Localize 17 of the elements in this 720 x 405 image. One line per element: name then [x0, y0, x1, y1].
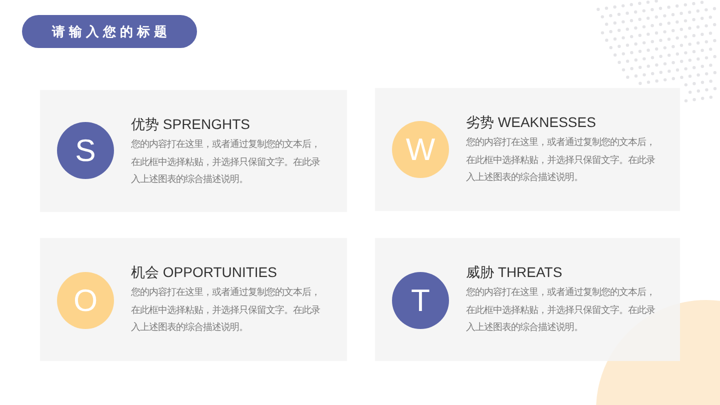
card-description: 您的内容打在这里，或者通过复制您的文本后，在此框中选择粘贴，并选择只保留文字。在此录入上述图表的综合描述说明。 [466, 286, 656, 334]
letter-circle: O [57, 272, 114, 329]
swot-card [40, 238, 347, 361]
card-description: 您的内容打在这里，或者通过复制您的文本后，在此框中选择粘贴，并选择只保留文字。在此录入上述图表的综合描述说明。 [131, 286, 321, 334]
card-heading: 威胁 THREATS [466, 263, 562, 281]
card-heading: 机会 OPPORTUNITIES [131, 263, 277, 281]
card-heading: 劣势 WEAKNESSES [466, 113, 596, 131]
letter-circle: T [392, 272, 449, 329]
card-description: 您的内容打在这里，或者通过复制您的文本后，在此框中选择粘贴，并选择只保留文字。在此录入上述图表的综合描述说明。 [466, 136, 656, 184]
swot-card [375, 88, 680, 211]
title-banner: 请输入您的标题 [22, 15, 197, 48]
card-description: 您的内容打在这里，或者通过复制您的文本后，在此框中选择粘贴，并选择只保留文字。在此录入上述图表的综合描述说明。 [131, 138, 321, 186]
letter-circle: S [57, 122, 114, 179]
letter-circle: W [392, 121, 449, 178]
swot-card [375, 238, 680, 361]
card-heading: 优势 SPRENGHTS [131, 115, 250, 133]
swot-card [40, 90, 347, 212]
